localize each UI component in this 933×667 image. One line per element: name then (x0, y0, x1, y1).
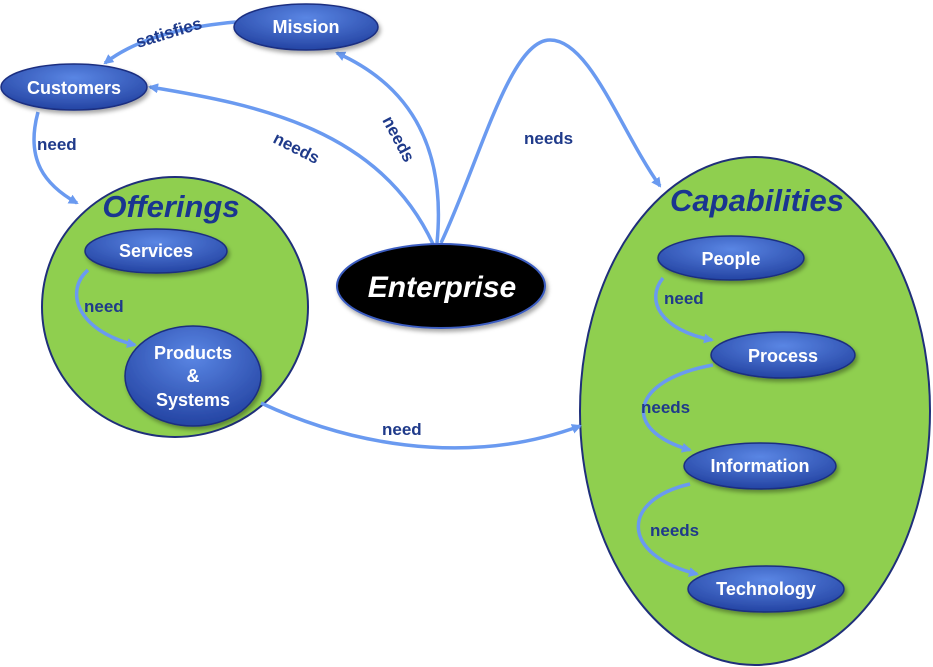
technology-label: Technology (716, 579, 816, 599)
label-information-needs: needs (650, 521, 699, 540)
label-satisfies: satisfies (134, 14, 205, 52)
services-label: Services (119, 241, 193, 261)
label-customers-need: need (37, 135, 77, 154)
label-products-need: need (382, 420, 422, 439)
label-enterprise-mission-needs: needs (378, 113, 418, 165)
edge-customers-offerings (32, 111, 79, 205)
capabilities-group (579, 156, 931, 666)
customers-node[interactable] (0, 63, 148, 111)
mission-label: Mission (272, 17, 339, 37)
process-label: Process (748, 346, 818, 366)
edge-mission-customers (103, 20, 237, 65)
capabilities-title: Capabilities (670, 183, 844, 218)
label-people-need: need (664, 289, 704, 308)
enterprise-node[interactable] (336, 243, 546, 329)
people-node[interactable] (657, 235, 805, 281)
label-process-needs: needs (641, 398, 690, 417)
offerings-title: Offerings (102, 189, 239, 224)
edge-products-capabilities (260, 401, 582, 450)
edge-services-products (74, 268, 137, 348)
label-enterprise-customers-needs: needs (270, 129, 322, 168)
mission-node[interactable] (233, 3, 379, 51)
technology-node[interactable] (687, 565, 845, 613)
edge-enterprise-capabilities (439, 38, 662, 244)
edge-enterprise-customers (148, 83, 435, 245)
process-node[interactable] (710, 331, 856, 379)
services-node[interactable] (84, 228, 228, 274)
edge-information-technology (636, 482, 699, 577)
information-node[interactable] (683, 442, 837, 490)
people-label: People (701, 249, 760, 269)
products-label-line3: Systems (156, 390, 230, 410)
label-services-need: need (84, 297, 124, 316)
label-enterprise-capabilities-needs: needs (524, 129, 573, 148)
edge-enterprise-mission (335, 51, 441, 244)
enterprise-label: Enterprise (368, 271, 516, 304)
products-label-line2: & (187, 366, 200, 386)
products-label-line1: Products (154, 343, 232, 363)
customers-label: Customers (27, 78, 121, 98)
information-label: Information (711, 456, 810, 476)
products-systems-node[interactable] (124, 325, 262, 427)
edge-process-information (641, 363, 714, 453)
edge-people-process (653, 276, 714, 344)
